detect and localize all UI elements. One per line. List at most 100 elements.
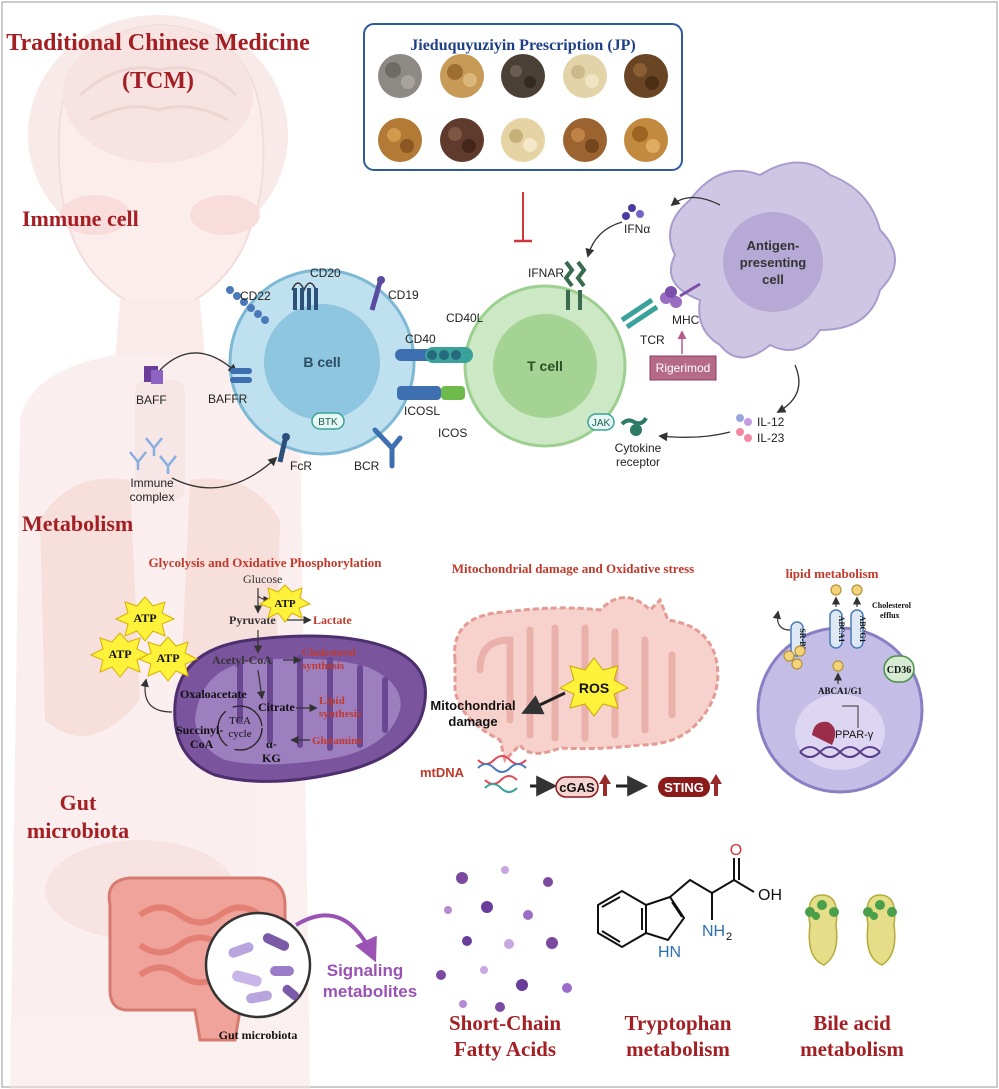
herb-4 [563,54,607,98]
baff-arrow [159,352,238,374]
cytokine-label-line2: receptor [616,455,660,469]
trp-subscript-2: 2 [726,931,732,943]
atp-label-2: ATP [133,611,156,625]
atp-label-3: ATP [108,647,131,661]
immune-complex [129,437,177,474]
immune-cell-heading: Immune cell [22,206,139,231]
sting-up-arrow [710,774,722,796]
srbi-label: SR-BI [798,628,807,649]
alpha-kg-line1: α- [266,737,277,751]
herb-6 [378,118,422,162]
tcm-title-line2: (TCM) [122,68,194,94]
il-to-cytokine-arrow [658,431,731,442]
cholesterol-efflux-line2: efflux [880,611,900,620]
il23-label: IL-23 [757,431,785,445]
atp-burst-3: ATP [89,632,151,678]
rigerimod-box: Rigerimod [649,355,717,381]
cgas-box: cGAS [555,776,599,798]
cd40-cd40l-complex [395,347,473,363]
gut-heading-line1: Gut [60,790,97,815]
trp-oh-group: OH [758,887,782,904]
ifnar-label: IFNAR [528,266,564,280]
scfa-label-line2: Fatty Acids [454,1037,556,1061]
fcr-receptor [277,433,290,463]
mhc-label: MHC [672,313,700,327]
icosl-icos-complex [397,386,465,400]
btk-label: BTK [318,417,338,428]
gut-heading-line2: microbiota [27,818,129,843]
t-cell-label: T cell [527,358,563,374]
cd22-receptor [226,286,269,324]
atp-burst-1: ATP [258,584,312,623]
herb-8 [501,118,545,162]
lipid-synthesis-line1: Lipid [319,695,345,707]
jak-box: JAK [587,413,615,431]
tryptophan-label-line2: metabolism [626,1037,730,1061]
succinyl-coa-line2: CoA [190,737,214,751]
b-cell-label: B cell [303,354,340,370]
bile-acid-label-line1: Bile acid [813,1011,891,1035]
immune-complex-arrow [171,456,278,489]
herb-7 [440,118,484,162]
metabolism-heading: Metabolism [22,511,133,536]
prescription-box: Jieduquyuziyin Prescription (JP) [363,23,683,171]
cholesterol-molecules [783,584,863,672]
herb-5 [624,54,668,98]
tcr-label: TCR [640,333,665,347]
herb-images [378,54,668,162]
apc-to-il-arrow [776,364,800,413]
apc-label-line3: cell [762,272,784,287]
ifna-label: IFNα [624,222,650,236]
glycolysis-title: Glycolysis and Oxidative Phosphorylation [149,555,383,570]
lipid-title: lipid metabolism [786,566,879,581]
ppar-gamma [812,721,836,745]
baff-ligand [144,366,163,384]
ros-to-damage-arrow [521,691,566,715]
mito-damage-title: Mitochondrial damage and Oxidative stres… [452,561,694,576]
cgas-label: cGAS [559,780,595,795]
apc-label-line1: Antigen- [747,238,800,253]
b-cell: B cell [228,268,416,456]
icosl-label: ICOSL [404,404,440,418]
cd36-receptor: CD36 [883,655,915,683]
cd40-label: CD40 [405,332,436,346]
btk-box: BTK [311,412,345,430]
tca-atp-arrow [140,678,173,713]
cd20-receptor [291,282,318,310]
fcr-label: FcR [290,459,312,473]
lipid-cell [756,626,924,794]
abcg1-label: ABCG1 [858,615,867,642]
mito-damage-label-line1: Mitochondrial [430,698,515,713]
tca-label-line1: TCA [229,715,251,727]
abca1-label: ABCA1 [837,616,846,643]
icos-label: ICOS [438,426,467,440]
ifnar-receptor [563,260,587,310]
tryptophan-structure [597,858,755,949]
atp-burst-2: ATP [114,596,176,642]
gut-microbiota-label: Gut microbiota [219,1028,298,1042]
bile-acid-2 [863,894,897,966]
tcm-title-line1: Traditional Chinese Medicine [6,30,310,56]
oxaloacetate-label: Oxaloacetate [180,687,247,701]
lipid-synthesis-line2: synthesis [319,708,362,720]
cd19-label: CD19 [388,288,419,302]
cd20-label: CD20 [310,266,341,280]
cytokine-label-line1: Cytokine [615,441,662,455]
mtdna-label: mtDNA [420,765,465,780]
signaling-label-line1: Signaling [327,961,404,980]
trp-o-atom: O [730,842,742,859]
cd19-receptor [369,276,385,311]
tca-cycle-ring [217,705,263,751]
pyruvate-label: Pyruvate [229,613,276,627]
alpha-kg-line2: KG [262,751,281,765]
ppar-gamma-label: PPAR-γ [835,729,874,741]
bile-acid-label-line2: metabolism [800,1037,904,1061]
jak-label: JAK [592,418,611,429]
t-cell: T cell [463,284,627,448]
baffr-receptor [230,368,252,383]
cd22-label: CD22 [240,289,271,303]
cd40l-label: CD40L [446,311,484,325]
tryptophan-label-line1: Tryptophan [625,1011,732,1035]
ros-label: ROS [579,680,609,696]
atp-label-4: ATP [156,651,179,665]
